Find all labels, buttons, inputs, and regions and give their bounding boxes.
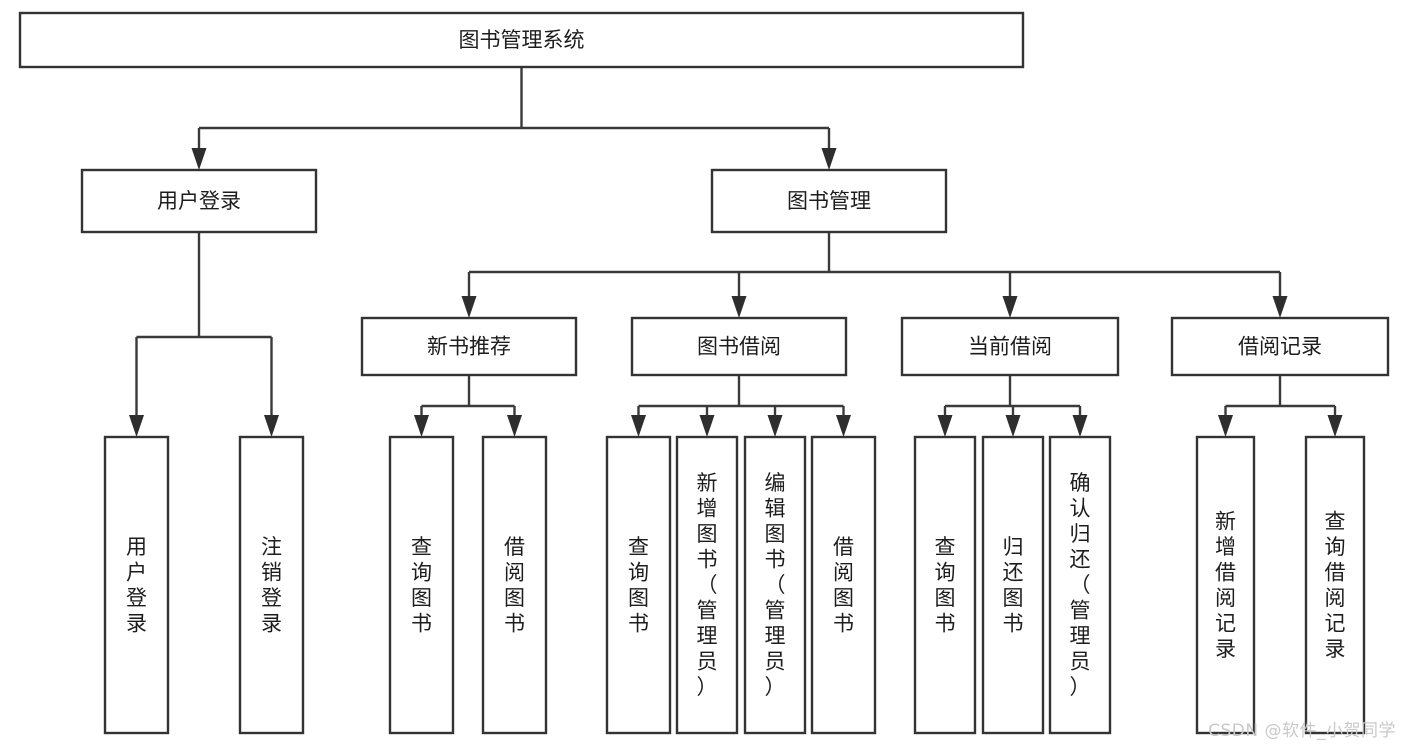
node-leaf-borrow-edit-book[interactable]: 编辑图书（管理员） bbox=[743, 435, 807, 735]
arrow-head-icon bbox=[129, 415, 144, 437]
node-label: 图书借阅 bbox=[697, 335, 781, 359]
node-box[interactable] bbox=[388, 435, 455, 735]
node-leaf-current-confirm-return[interactable]: 确认归还（管理员） bbox=[1048, 435, 1112, 735]
node-label: 借阅图书 bbox=[833, 535, 854, 636]
node-box[interactable] bbox=[18, 11, 1025, 69]
node-label: 查询图书 bbox=[935, 535, 956, 636]
node-label: 当前借阅 bbox=[968, 335, 1052, 359]
connector-group-book-manage bbox=[461, 232, 1288, 318]
node-box[interactable] bbox=[80, 168, 318, 234]
watermark-label: CSDN @软件_小贺同学 bbox=[1208, 721, 1396, 741]
node-label: 查询图书 bbox=[628, 535, 649, 636]
arrow-head-icon bbox=[264, 415, 279, 437]
arrow-head-icon bbox=[507, 415, 522, 437]
node-label: 借阅图书 bbox=[504, 535, 525, 636]
node-box[interactable] bbox=[913, 435, 977, 735]
node-label: 确认归还（管理员） bbox=[1070, 471, 1091, 699]
arrow-head-icon bbox=[631, 415, 646, 437]
node-label: 用户登录 bbox=[157, 189, 241, 213]
node-user-login[interactable]: 用户登录 bbox=[80, 168, 318, 234]
node-leaf-borrow-borrow-book[interactable]: 借阅图书 bbox=[810, 435, 877, 735]
node-label: 用户登录 bbox=[126, 535, 147, 636]
connector-group-borrow-record bbox=[1218, 375, 1343, 437]
node-box[interactable] bbox=[1195, 435, 1256, 735]
node-current-borrow[interactable]: 当前借阅 bbox=[900, 316, 1120, 377]
node-leaf-rec-borrow-book[interactable]: 借阅图书 bbox=[481, 435, 548, 735]
node-box[interactable] bbox=[238, 435, 305, 735]
node-leaf-user-logout[interactable]: 注销登录 bbox=[238, 435, 305, 735]
node-label: 新增图书（管理员） bbox=[697, 471, 718, 699]
connector-group-book-borrow bbox=[631, 375, 851, 437]
node-box[interactable] bbox=[810, 435, 877, 735]
arrow-head-icon bbox=[821, 148, 837, 170]
node-leaf-current-query-book[interactable]: 查询图书 bbox=[913, 435, 977, 735]
node-box[interactable] bbox=[981, 435, 1045, 735]
node-label: 新增借阅记录 bbox=[1215, 509, 1236, 661]
arrow-head-icon bbox=[767, 415, 783, 437]
node-box[interactable] bbox=[675, 435, 739, 735]
connector-group-user-login bbox=[129, 232, 279, 437]
node-book-borrow[interactable]: 图书借阅 bbox=[630, 316, 848, 377]
node-label: 查询图书 bbox=[411, 535, 432, 636]
node-leaf-current-return-book[interactable]: 归还图书 bbox=[981, 435, 1045, 735]
arrow-head-icon bbox=[1005, 415, 1021, 437]
node-label: 新书推荐 bbox=[427, 335, 511, 359]
arrow-head-icon bbox=[1218, 415, 1233, 437]
node-box[interactable] bbox=[1170, 316, 1390, 377]
node-box[interactable] bbox=[900, 316, 1120, 377]
arrow-head-icon bbox=[461, 296, 477, 318]
arrow-head-icon bbox=[1072, 415, 1088, 437]
node-label: 编辑图书（管理员） bbox=[765, 471, 786, 699]
connector-group-current-borrow bbox=[937, 375, 1088, 437]
node-label: 图书管理系统 bbox=[459, 28, 585, 52]
connectors-layer bbox=[129, 67, 1343, 437]
node-label: 注销登录 bbox=[261, 535, 282, 636]
node-label: 归还图书 bbox=[1003, 535, 1024, 636]
arrow-head-icon bbox=[731, 296, 747, 318]
arrow-head-icon bbox=[836, 415, 851, 437]
connector-group-root bbox=[191, 67, 837, 170]
arrow-head-icon bbox=[1272, 296, 1288, 318]
node-root[interactable]: 图书管理系统 bbox=[18, 11, 1025, 69]
arrow-head-icon bbox=[414, 415, 429, 437]
node-leaf-record-add[interactable]: 新增借阅记录 bbox=[1195, 435, 1256, 735]
node-box[interactable] bbox=[103, 435, 170, 735]
node-leaf-rec-query-book[interactable]: 查询图书 bbox=[388, 435, 455, 735]
nodes-layer: 图书管理系统用户登录图书管理新书推荐图书借阅当前借阅借阅记录用户登录注销登录查询… bbox=[18, 11, 1390, 735]
node-label: 查询借阅记录 bbox=[1325, 509, 1346, 661]
node-leaf-record-query[interactable]: 查询借阅记录 bbox=[1304, 435, 1366, 735]
node-leaf-borrow-query-book[interactable]: 查询图书 bbox=[605, 435, 672, 735]
arrow-head-icon bbox=[699, 415, 715, 437]
node-new-book-rec[interactable]: 新书推荐 bbox=[360, 316, 578, 377]
node-label: 图书管理 bbox=[787, 189, 871, 213]
node-borrow-record[interactable]: 借阅记录 bbox=[1170, 316, 1390, 377]
node-label: 借阅记录 bbox=[1238, 335, 1322, 359]
node-leaf-borrow-add-book[interactable]: 新增图书（管理员） bbox=[675, 435, 739, 735]
node-book-manage[interactable]: 图书管理 bbox=[710, 168, 948, 234]
connector-group-new-book-rec bbox=[414, 375, 522, 437]
node-box[interactable] bbox=[360, 316, 578, 377]
arrow-head-icon bbox=[1327, 415, 1343, 437]
node-box[interactable] bbox=[605, 435, 672, 735]
node-leaf-user-login[interactable]: 用户登录 bbox=[103, 435, 170, 735]
node-box[interactable] bbox=[481, 435, 548, 735]
node-box[interactable] bbox=[1048, 435, 1112, 735]
node-box[interactable] bbox=[710, 168, 948, 234]
node-box[interactable] bbox=[743, 435, 807, 735]
node-box[interactable] bbox=[630, 316, 848, 377]
arrow-head-icon bbox=[1002, 296, 1018, 318]
node-box[interactable] bbox=[1304, 435, 1366, 735]
arrow-head-icon bbox=[191, 148, 207, 170]
arrow-head-icon bbox=[937, 415, 953, 437]
